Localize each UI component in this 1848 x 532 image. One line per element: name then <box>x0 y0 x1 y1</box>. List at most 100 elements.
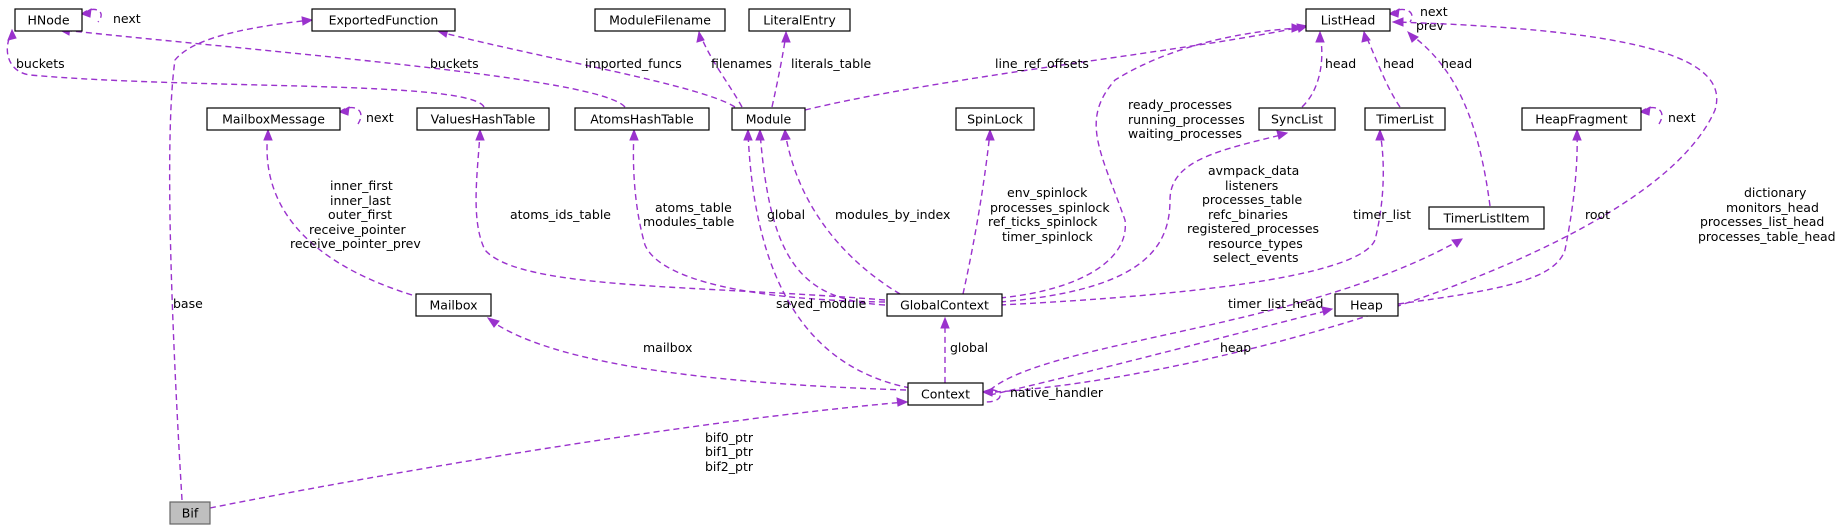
edge-label-global-module: global <box>767 207 805 222</box>
edge-label-registered-processes: registered_processes <box>1187 221 1319 236</box>
edge-context-listhead: dictionary monitors_head processes_list_… <box>994 17 1836 393</box>
edge-label-timer-list-head: timer_list_head <box>1228 296 1323 311</box>
svg-text:Context: Context <box>921 387 970 402</box>
edge-label-native-handler: native_handler <box>1010 385 1104 400</box>
edge-label-hnode-next: next <box>113 11 141 26</box>
edge-heap: heap <box>989 306 1334 396</box>
node-module[interactable]: Module <box>731 107 806 131</box>
node-heap-fragment[interactable]: HeapFragment <box>1521 107 1642 131</box>
edge-label-imported-funcs: imported_funcs <box>585 56 682 71</box>
node-module-filename[interactable]: ModuleFilename <box>594 8 726 32</box>
edge-heapfragment-next: next <box>1639 106 1696 125</box>
svg-text:SpinLock: SpinLock <box>967 112 1024 127</box>
node-list-head[interactable]: ListHead <box>1305 8 1391 32</box>
edge-label-processes-spinlock: processes_spinlock <box>990 200 1110 215</box>
node-sync-list[interactable]: SyncList <box>1258 107 1336 131</box>
edge-atoms-buckets: buckets <box>58 26 626 108</box>
node-literal-entry[interactable]: LiteralEntry <box>748 8 851 32</box>
svg-text:Mailbox: Mailbox <box>430 298 478 313</box>
node-context[interactable]: Context <box>907 382 984 406</box>
edge-global-module: global <box>755 128 886 306</box>
edge-label-root: root <box>1585 207 1610 222</box>
edge-label-select-events: select_events <box>1213 250 1299 265</box>
node-global-context[interactable]: GlobalContext <box>886 293 1003 317</box>
edge-timer-list-head: timer_list_head <box>989 238 1463 391</box>
svg-text:HeapFragment: HeapFragment <box>1535 112 1627 127</box>
svg-text:LiteralEntry: LiteralEntry <box>763 13 836 28</box>
edge-saved-module: saved_module <box>743 128 911 389</box>
edge-global: global <box>940 316 988 384</box>
node-atoms-hash-table[interactable]: AtomsHashTable <box>574 107 710 131</box>
edge-root: root <box>1397 128 1610 305</box>
svg-text:ExportedFunction: ExportedFunction <box>329 13 439 28</box>
edge-label-saved-module: saved_module <box>776 296 867 311</box>
edge-imported-funcs: imported_funcs <box>436 28 736 108</box>
edge-label-filenames: filenames <box>711 56 772 71</box>
edge-base: base <box>168 16 314 501</box>
edge-label-bif0-ptr: bif0_ptr <box>705 430 754 445</box>
edge-mailboxmessage-next: next <box>338 106 394 125</box>
svg-text:SyncList: SyncList <box>1271 112 1323 127</box>
edge-label-listhead-prev: prev <box>1416 18 1444 33</box>
node-timer-list-item[interactable]: TimerListItem <box>1428 206 1545 230</box>
edge-listhead-self: next prev <box>1388 4 1448 33</box>
node-values-hash-table[interactable]: ValuesHashTable <box>416 107 550 131</box>
edge-timerlistitem-head: head <box>1407 30 1491 207</box>
edge-label-inner-first: inner_first <box>330 178 393 193</box>
edge-gc-synclist: avmpack_data listeners processes_table r… <box>999 130 1319 303</box>
edge-label-timer-spinlock: timer_spinlock <box>1002 229 1093 244</box>
svg-text:HNode: HNode <box>27 13 69 28</box>
node-timer-list[interactable]: TimerList <box>1364 107 1446 131</box>
node-mailbox[interactable]: Mailbox <box>415 293 492 317</box>
edge-label-modules-table: modules_table <box>643 214 735 229</box>
svg-text:Module: Module <box>746 112 792 127</box>
edge-label-env-spinlock: env_spinlock <box>1007 185 1088 200</box>
svg-text:Heap: Heap <box>1350 298 1383 313</box>
edge-label-processes-table: processes_table <box>1202 192 1302 207</box>
edge-label-synclist-head: head <box>1325 56 1356 71</box>
edge-label-inner-last: inner_last <box>330 193 391 208</box>
node-spin-lock[interactable]: SpinLock <box>955 107 1035 131</box>
svg-text:TimerList: TimerList <box>1375 112 1434 127</box>
edge-label-receive-pointer: receive_pointer <box>309 222 406 237</box>
svg-text:ModuleFilename: ModuleFilename <box>609 13 711 28</box>
edge-mailbox: mailbox <box>486 317 907 391</box>
edge-label-base: base <box>173 296 203 311</box>
svg-text:GlobalContext: GlobalContext <box>900 298 989 313</box>
edge-label-mailbox: mailbox <box>643 340 692 355</box>
edge-mailbox-msgs: inner_first inner_last outer_first recei… <box>263 128 421 296</box>
edge-label-heap: heap <box>1220 340 1251 355</box>
edge-label-refc-binaries: refc_binaries <box>1208 207 1288 222</box>
edge-label-waiting-processes: waiting_processes <box>1128 126 1242 141</box>
edge-label-modules-by-index: modules_by_index <box>835 207 950 222</box>
svg-text:Bif: Bif <box>182 506 199 521</box>
edge-gc-listhead: ready_processes running_processes waitin… <box>999 23 1304 299</box>
edge-hnode-next: next <box>80 8 141 26</box>
edge-label-heapfragment-next: next <box>1668 110 1696 125</box>
edge-label-literals-table: literals_table <box>791 56 872 71</box>
edge-synclist-head: head <box>1301 30 1356 108</box>
edge-values-buckets: buckets <box>6 28 485 108</box>
edge-label-listhead-next: next <box>1420 4 1448 19</box>
edge-label-global: global <box>950 340 988 355</box>
edge-label-bif2-ptr: bif2_ptr <box>705 459 754 474</box>
edge-label-listeners: listeners <box>1225 178 1278 193</box>
edge-modules-by-index: modules_by_index <box>780 128 950 295</box>
edge-label-mailboxmessage-next: next <box>366 110 394 125</box>
edge-label-running-processes: running_processes <box>1128 112 1245 127</box>
node-heap[interactable]: Heap <box>1334 293 1399 317</box>
node-hnode[interactable]: HNode <box>14 8 83 32</box>
edge-label-resource-types: resource_types <box>1208 236 1303 251</box>
edge-label-processes-list-head: processes_list_head <box>1700 214 1824 229</box>
svg-text:TimerListItem: TimerListItem <box>1442 211 1529 226</box>
edge-label-ref-ticks-spinlock: ref_ticks_spinlock <box>988 214 1098 229</box>
edge-label-receive-pointer-prev: receive_pointer_prev <box>290 236 421 251</box>
node-mailbox-message[interactable]: MailboxMessage <box>206 107 341 131</box>
edge-spinlocks: env_spinlock processes_spinlock ref_tick… <box>962 128 1110 295</box>
node-bif[interactable]: Bif <box>169 501 211 525</box>
edge-label-values-buckets: buckets <box>16 56 65 71</box>
edge-literals-table: literals_table <box>771 30 872 108</box>
node-exported-function[interactable]: ExportedFunction <box>311 8 456 32</box>
edge-atoms-table: atoms_table modules_table <box>629 128 886 303</box>
